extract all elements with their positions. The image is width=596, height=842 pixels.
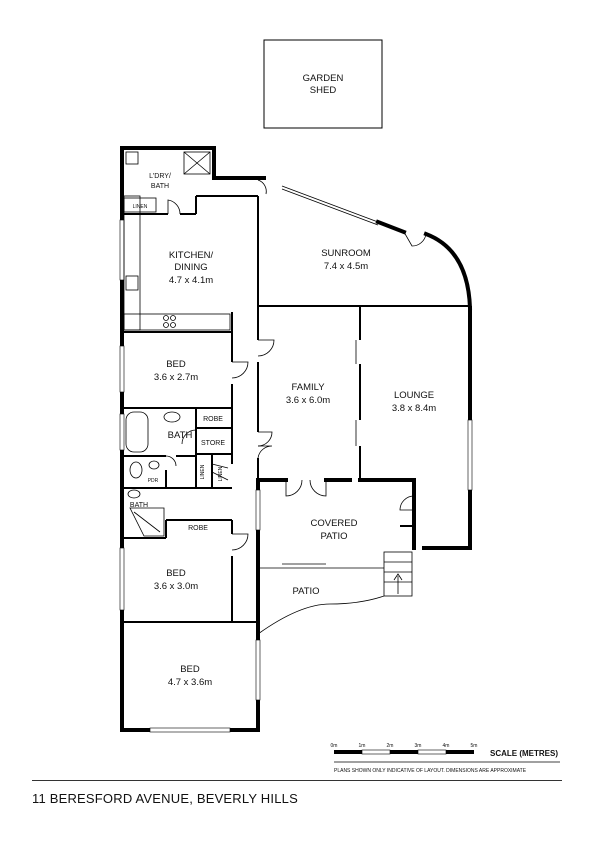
linen-label: LINEN xyxy=(133,204,148,210)
covered-patio-label-2: PATIO xyxy=(320,531,347,542)
linen3-label: LINEN xyxy=(218,466,224,481)
scale-tick-0: 0m xyxy=(331,743,338,749)
scale-tick-2: 2m xyxy=(387,743,394,749)
lounge-label: LOUNGE xyxy=(394,390,434,401)
doors xyxy=(165,179,427,551)
scale-tick-3: 3m xyxy=(415,743,422,749)
kitchen-label-1: KITCHEN/ xyxy=(169,250,214,261)
patio-label: PATIO xyxy=(292,586,319,597)
sunroom-dimensions: 7.4 x 4.5m xyxy=(324,261,368,272)
kitchen-label-2: DINING xyxy=(174,262,207,273)
scale-tick-5: 5m xyxy=(471,743,478,749)
footer-rule xyxy=(32,780,562,781)
pdr-label: PDR xyxy=(148,478,159,484)
interior-walls xyxy=(122,195,470,623)
laundry-label-2: BATH xyxy=(151,183,169,190)
garden-shed-label-1: GARDEN xyxy=(303,73,344,84)
bed2-label: BED xyxy=(166,568,186,579)
property-address: 11 BERESFORD AVENUE, BEVERLY HILLS xyxy=(32,791,298,806)
bed3-label: BED xyxy=(180,664,200,675)
fixtures xyxy=(123,151,413,635)
scale-tick-1: 1m xyxy=(359,743,366,749)
scale-tick-4: 4m xyxy=(443,743,450,749)
room-labels: L'DRY/ BATH LINEN KITCHEN/ DINING 4.7 x … xyxy=(130,173,436,688)
lounge-dimensions: 3.8 x 8.4m xyxy=(392,403,436,414)
garden-shed: GARDEN SHED xyxy=(263,39,383,129)
robe2-label: ROBE xyxy=(188,525,208,532)
scale-title: SCALE (METRES) xyxy=(490,749,558,758)
bed1-dimensions: 3.6 x 2.7m xyxy=(154,372,198,383)
kitchen-dimensions: 4.7 x 4.1m xyxy=(169,275,213,286)
covered-patio-label-1: COVERED xyxy=(311,518,358,529)
store-label: STORE xyxy=(201,440,225,447)
bed2-dimensions: 3.6 x 3.0m xyxy=(154,581,198,592)
exterior-walls xyxy=(120,146,473,732)
family-label: FAMILY xyxy=(291,382,325,393)
robe1-label: ROBE xyxy=(203,416,223,423)
bed3-dimensions: 4.7 x 3.6m xyxy=(168,677,212,688)
family-dimensions: 3.6 x 6.0m xyxy=(286,395,330,406)
linen2-label: LINEN xyxy=(200,464,206,479)
sunroom-label: SUNROOM xyxy=(321,248,371,259)
windows xyxy=(119,219,473,733)
garden-shed-label-2: SHED xyxy=(310,85,337,96)
bath2-label: BATH xyxy=(130,502,148,509)
scale-bar: 0m 1m 2m 3m 4m 5m SCALE (METRES) PLANS S… xyxy=(331,743,560,774)
laundry-label-1: L'DRY/ xyxy=(149,173,171,180)
bath-label: BATH xyxy=(168,430,193,441)
bed1-label: BED xyxy=(166,359,186,370)
scale-disclaimer: PLANS SHOWN ONLY INDICATIVE OF LAYOUT. D… xyxy=(334,768,527,774)
